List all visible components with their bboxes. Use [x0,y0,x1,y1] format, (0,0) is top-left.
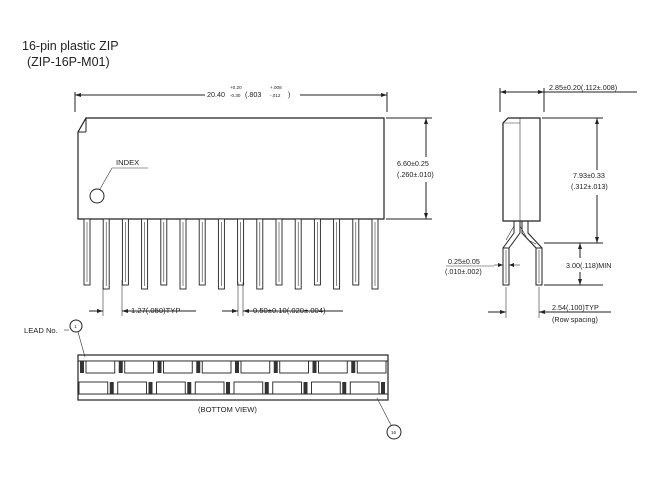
bottom-lead-stub [312,361,317,373]
lead-thickness-in: (.010±.002) [445,267,482,276]
length-inch-tol-minus: -.012 [270,93,281,98]
bottom-lead-stub [157,361,162,373]
height-dim-mm: 6.60±0.25 [397,159,429,168]
length-inch-close: ) [288,90,290,99]
bottom-lead-pad-upper [279,360,309,374]
bottom-lead-stub [264,382,269,394]
bottom-lead-pad-lower [117,381,147,395]
lead-16-marker-icon [386,424,402,440]
pitch-label: 1.27(.050)TYP [131,306,180,315]
bottom-lead-pad-lower [272,381,302,395]
length-inch-tol-plus: +.008 [270,85,282,90]
length-tol-minus: -0.30 [230,93,241,98]
bottom-lead-stub [235,361,239,373]
side-height-mm: 7.93±0.33 [573,171,605,180]
index-mark-icon [89,188,105,204]
bottom-lead-stub [273,361,278,373]
bottom-lead-stub [342,382,347,394]
bottom-segments [78,360,387,395]
bottom-lead-pad-upper [163,360,193,374]
bottom-lead-pad-upper [240,360,271,374]
package-body-side [502,117,541,222]
side-view: 2.85±0.20(.112±.008) 7.93±0.33 (.312±.01… [445,83,637,324]
bottom-lead-pad-lower [194,381,225,395]
bottom-lead-pad-upper [124,360,154,374]
bottom-lead-stub [196,361,201,373]
side-height-in: (.312±.013) [571,182,608,191]
bottom-lead-stub [351,361,356,373]
lead-first-number: 1 [74,324,77,329]
bottom-lead-stub [187,382,192,394]
bottom-lead-pad-lower [156,381,186,395]
front-leads [83,218,379,290]
lead-length-label: 3.00(.118)MIN [566,261,611,270]
bottom-lead-stub [381,382,385,394]
length-inch: (.803 [245,90,261,99]
front-view: 20.40 +0.20 -0.30 (.803 +.008 -.012 ) 6.… [74,85,434,316]
bottom-lead-pad-lower [78,381,109,395]
bottom-lead-pad-upper [85,360,116,374]
lead-1-marker-icon [69,319,83,333]
index-label: INDEX [116,158,139,167]
package-body-front [77,117,385,220]
bottom-view: LEAD No. 1 16 (BOTTOM VIEW) [24,319,402,440]
bottom-lead-pad-upper [201,360,232,374]
row-spacing-label: 2.54(.100)TYP [552,303,599,312]
bottom-view-label: (BOTTOM VIEW) [198,405,257,414]
bottom-lead-pad-upper [318,360,348,374]
bottom-lead-pad-lower [349,381,380,395]
bottom-lead-pad-upper [356,360,387,374]
bottom-lead-stub [226,382,230,394]
lead-last-number: 16 [391,430,397,435]
length-dim: 20.40 [207,90,225,99]
bottom-lead-pad-lower [233,381,264,395]
thickness-label: 2.85±0.20(.112±.008) [549,83,617,92]
row-spacing-note: (Row spacing) [552,315,598,324]
bottom-lead-stub [118,361,123,373]
package-code: (ZIP-16P-M01) [27,55,110,69]
bottom-lead-stub [109,382,114,394]
lead-width-label: 0.50±0.10(.020±.004) [253,306,326,315]
height-dim-in: (.260±.010) [397,170,434,179]
package-title: 16-pin plastic ZIP [22,39,119,53]
lead-no-label: LEAD No. [24,326,58,335]
length-tol-plus: +0.20 [230,85,242,90]
lead-thickness-mm: 0.25±0.05 [448,257,480,266]
bottom-lead-pad-lower [311,381,341,395]
bottom-lead-stub [303,382,308,394]
bottom-lead-stub [80,361,84,373]
bottom-lead-stub [148,382,153,394]
